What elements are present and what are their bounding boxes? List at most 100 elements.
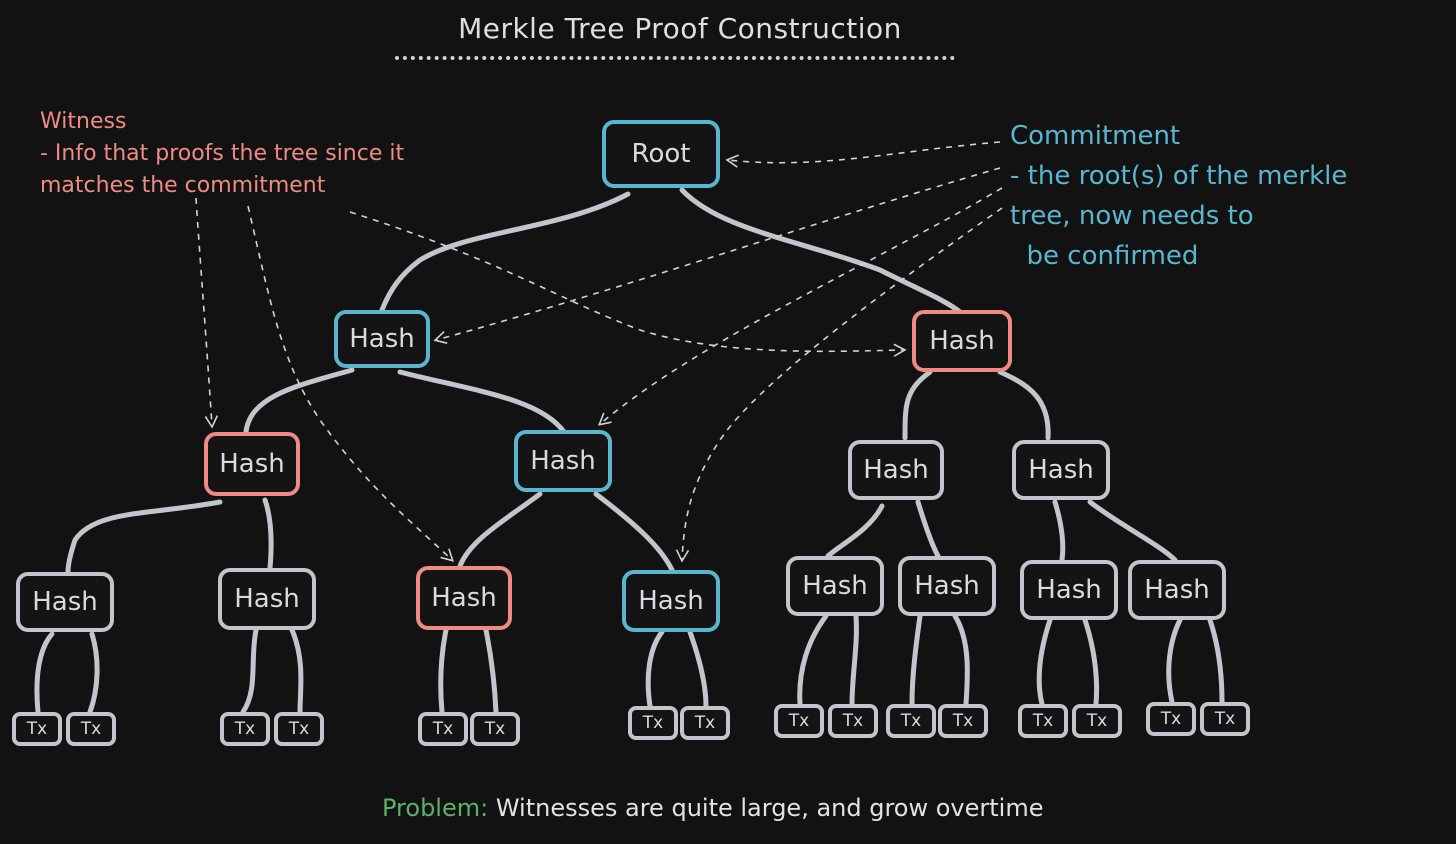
edge-l3b-tx3	[240, 627, 259, 715]
tx-leaf-9: Tx	[774, 704, 824, 738]
edge-l3f-tx11	[909, 613, 923, 707]
edge-l3b-tx4	[289, 627, 304, 715]
hash-node-l3-h: Hash	[1128, 560, 1226, 620]
tx-label: Tx	[1160, 709, 1182, 729]
hash-node-l1-left: Hash	[334, 310, 430, 368]
tx-leaf-12: Tx	[938, 704, 988, 738]
commitment-body: - the root(s) of the merkle tree, now ne…	[1010, 161, 1348, 271]
edge-l3d-tx7	[645, 629, 665, 709]
node-label: Hash	[32, 587, 98, 617]
edge-l3g-tx13	[1036, 617, 1053, 707]
problem-lead: Problem:	[382, 794, 489, 822]
hash-node-l3-a: Hash	[16, 572, 114, 632]
edge-l2a-l3b	[262, 497, 274, 571]
node-label: Hash	[914, 571, 980, 601]
arrow-commitment-l1left	[433, 167, 1001, 344]
tx-label: Tx	[1214, 709, 1236, 729]
edge-l1left-l2b	[397, 369, 567, 435]
edge-l3h-tx16	[1207, 617, 1225, 705]
problem-statement: Problem: Witnesses are quite large, and …	[382, 794, 1044, 822]
edge-l3h-tx15	[1166, 617, 1183, 705]
arrow-commitment-root	[725, 141, 1001, 168]
witness-heading: Witness	[40, 109, 127, 134]
tx-label: Tx	[1086, 711, 1108, 731]
tx-label: Tx	[484, 719, 506, 739]
tx-label: Tx	[952, 711, 974, 731]
hash-node-l2-c: Hash	[848, 440, 944, 500]
tx-leaf-2: Tx	[66, 712, 116, 746]
edge-l3e-tx9	[797, 613, 829, 707]
tx-leaf-10: Tx	[828, 704, 878, 738]
page-title: Merkle Tree Proof Construction	[458, 12, 902, 45]
edge-l1left-l2a	[243, 367, 355, 435]
hash-node-l3-b: Hash	[218, 568, 316, 630]
edge-l2b-l3d	[593, 491, 675, 573]
tx-leaf-15: Tx	[1146, 702, 1196, 736]
node-label: Hash	[802, 571, 868, 601]
hash-node-l2-d: Hash	[1012, 440, 1110, 500]
edge-l3g-tx14	[1082, 617, 1100, 707]
node-label: Root	[631, 139, 691, 169]
node-label: Hash	[219, 449, 285, 479]
title-underline	[395, 56, 955, 60]
tx-label: Tx	[900, 711, 922, 731]
tx-leaf-8: Tx	[680, 706, 730, 740]
tx-label: Tx	[432, 719, 454, 739]
tx-label: Tx	[788, 711, 810, 731]
node-label: Hash	[234, 584, 300, 614]
edge-l1right-l2c	[902, 369, 933, 441]
arrow-witness-l3c	[247, 205, 454, 562]
node-label: Hash	[1144, 575, 1210, 605]
node-label: Hash	[638, 586, 704, 616]
tx-leaf-11: Tx	[886, 704, 936, 738]
root-node: Root	[602, 120, 720, 188]
edge-root-l1-left	[379, 191, 631, 313]
tx-label: Tx	[288, 719, 310, 739]
arrow-witness-l2a	[195, 197, 219, 429]
tx-label: Tx	[80, 719, 102, 739]
tx-leaf-4: Tx	[274, 712, 324, 746]
tx-label: Tx	[642, 713, 664, 733]
edge-l3e-tx10	[849, 613, 859, 707]
tx-leaf-5: Tx	[418, 712, 468, 746]
tx-leaf-3: Tx	[220, 712, 270, 746]
edge-l2c-l3f	[915, 499, 941, 559]
node-label: Hash	[349, 324, 415, 354]
edge-l1right-l2d	[997, 369, 1051, 441]
tx-leaf-14: Tx	[1072, 704, 1122, 738]
problem-text: Witnesses are quite large, and grow over…	[488, 794, 1044, 822]
node-label: Hash	[929, 326, 995, 356]
node-label: Hash	[1036, 575, 1102, 605]
hash-node-l3-g: Hash	[1020, 560, 1118, 620]
node-label: Hash	[1028, 455, 1094, 485]
tx-label: Tx	[26, 719, 48, 739]
tx-leaf-13: Tx	[1018, 704, 1068, 738]
tx-label: Tx	[842, 711, 864, 731]
hash-node-l2-a: Hash	[204, 432, 300, 496]
hash-node-l3-f: Hash	[898, 556, 996, 616]
edge-l2a-l3a	[65, 499, 223, 575]
edge-root-l1-right	[679, 187, 963, 315]
hash-node-l2-b: Hash	[514, 430, 612, 492]
witness-body: - Info that proofs the tree since it mat…	[40, 141, 405, 198]
witness-annotation: Witness - Info that proofs the tree sinc…	[40, 106, 404, 202]
edge-l3a-tx2	[87, 631, 100, 715]
arrow-witness-l1right	[349, 211, 907, 357]
node-label: Hash	[863, 455, 929, 485]
tx-leaf-16: Tx	[1200, 702, 1250, 736]
edge-l2b-l3c	[457, 491, 543, 569]
arrow-commitment-l3d	[675, 207, 1003, 563]
tx-leaf-7: Tx	[628, 706, 678, 740]
tx-label: Tx	[694, 713, 716, 733]
node-label: Hash	[530, 446, 596, 476]
commitment-heading: Commitment	[1010, 121, 1181, 151]
edge-l2d-l3g	[1052, 499, 1066, 563]
edge-l3f-tx12	[952, 613, 970, 707]
tx-leaf-6: Tx	[470, 712, 520, 746]
tx-leaf-1: Tx	[12, 712, 62, 746]
hash-node-l1-right: Hash	[912, 310, 1012, 372]
hash-node-l3-d: Hash	[622, 570, 720, 632]
node-label: Hash	[431, 583, 497, 613]
